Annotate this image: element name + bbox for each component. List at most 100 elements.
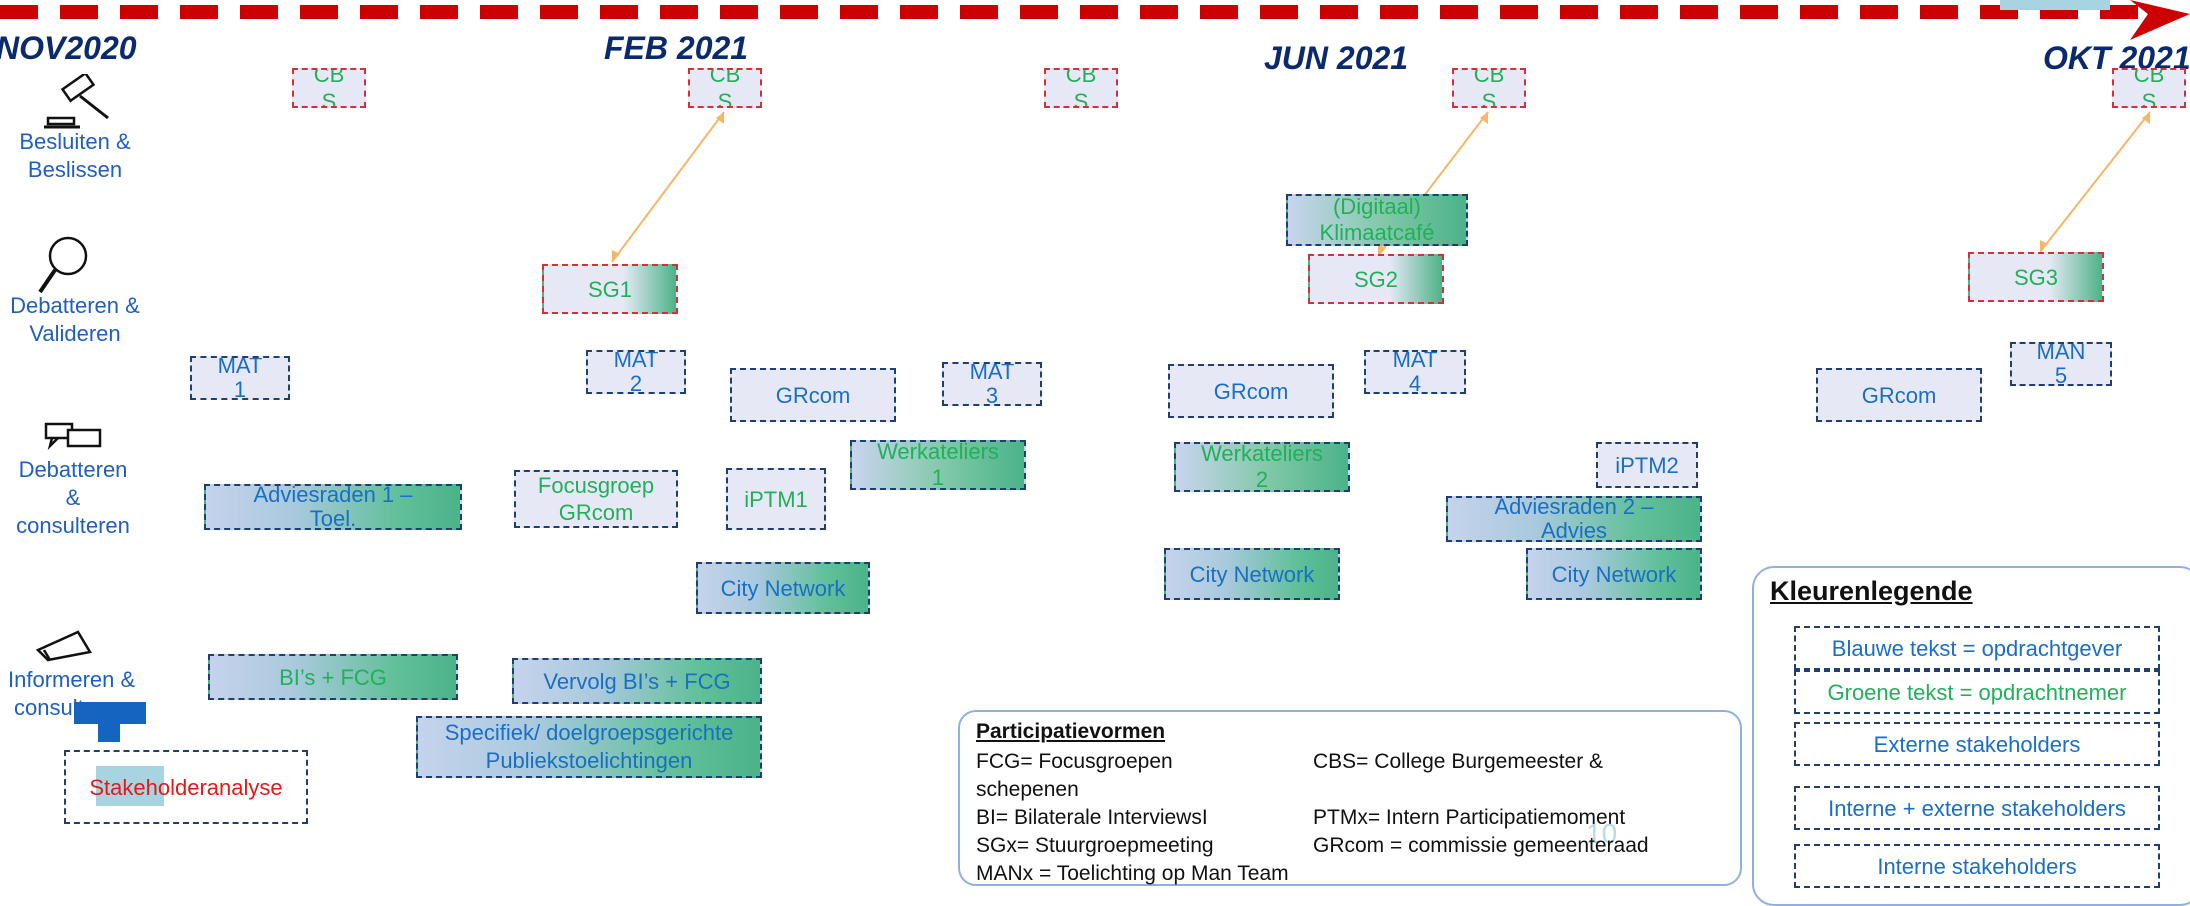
grcom-label-2: GRcom bbox=[1213, 378, 1289, 404]
grcom-box-1: GRcom bbox=[730, 368, 896, 422]
sg2-box: SG2 bbox=[1308, 254, 1444, 304]
sg2-label: SG2 bbox=[1353, 266, 1399, 292]
connector-sg3-cbs bbox=[2039, 111, 2151, 253]
adviesraden-2-box: Adviesraden 2 – Advies bbox=[1446, 496, 1702, 542]
publiekstoelichtingen-line1: Specifiek/ doelgroepsgerichte bbox=[444, 720, 734, 745]
city-network-label-1: City Network bbox=[720, 575, 846, 601]
cbs-box-3-line1: CB bbox=[1065, 68, 1097, 87]
cbs-box-1: CB S bbox=[292, 68, 366, 108]
mat2-line1: MAT bbox=[613, 350, 659, 372]
city-network-label-3: City Network bbox=[1551, 561, 1677, 587]
timeline-arrow-icon bbox=[2130, 0, 2190, 40]
werkateliers-2-line2: 2 bbox=[1255, 467, 1269, 492]
legend-item-externe-label: Externe stakeholders bbox=[1873, 731, 2081, 757]
participatievormen-title: Participatievormen bbox=[976, 720, 1166, 743]
cbs-box-1-line1: CB bbox=[313, 68, 345, 87]
cbs-box-2-line1: CB bbox=[709, 68, 741, 87]
sg1-label: SG1 bbox=[587, 276, 633, 302]
cbs-box-5-line2: S bbox=[2141, 89, 2157, 108]
mat3-line2: 3 bbox=[985, 383, 999, 406]
stakeholderanalyse-label: Stakeholderanalyse bbox=[89, 774, 283, 800]
category-debatteren-consulteren-line1: Debatteren bbox=[18, 457, 128, 482]
speech-bubbles-icon bbox=[44, 422, 102, 450]
focusgroep-box: Focusgroep GRcom bbox=[514, 470, 678, 528]
category-besluiten: Besluiten & Beslissen bbox=[0, 128, 150, 184]
category-debatteren-consulteren-line2: & bbox=[65, 485, 81, 510]
category-informeren-line2: consult bbox=[14, 695, 84, 720]
bi-fcg-box: BI’s + FCG bbox=[208, 654, 458, 700]
legend-item-interne-externe: Interne + externe stakeholders bbox=[1794, 786, 2160, 830]
participatie-page-number: 10 bbox=[1586, 818, 1618, 849]
mat3-box: MAT 3 bbox=[942, 362, 1042, 406]
category-debatteren-valideren: Debatteren & Valideren bbox=[0, 292, 150, 348]
cbs-box-5: CB S bbox=[2112, 68, 2186, 108]
adviesraden-2-line2: Advies bbox=[1540, 518, 1608, 542]
mat3-line1: MAT bbox=[969, 362, 1015, 384]
mat1-line2: 1 bbox=[233, 377, 247, 400]
legend-item-opdrachtnemer: Groene tekst = opdrachtnemer bbox=[1794, 670, 2160, 714]
publiekstoelichtingen-line2: Publiekstoelichtingen bbox=[485, 748, 693, 773]
sg1-box: SG1 bbox=[542, 264, 678, 314]
connector-sg1-cbs bbox=[611, 111, 725, 263]
grcom-box-3: GRcom bbox=[1816, 368, 1982, 422]
mat1-box: MAT 1 bbox=[190, 356, 290, 400]
vervolg-bi-fcg-label: Vervolg BI’s + FCG bbox=[543, 668, 731, 694]
bi-fcg-label: BI’s + FCG bbox=[279, 664, 387, 690]
city-network-box-2: City Network bbox=[1164, 548, 1340, 600]
legend-item-opdrachtgever: Blauwe tekst = opdrachtgever bbox=[1794, 626, 2160, 670]
category-debatteren-consulteren: Debatteren & consulteren bbox=[0, 456, 146, 540]
klimaatcafe-box: (Digitaal) Klimaatcafé bbox=[1286, 194, 1468, 246]
participatie-grcom: GRcom = commissie gemeenteraad bbox=[1313, 834, 1649, 857]
iptm1-label: iPTM1 bbox=[744, 486, 808, 512]
werkateliers-1-line1: Werkateliers bbox=[877, 440, 999, 464]
participatie-cbs-line1: CBS= College Burgemeester & bbox=[1313, 750, 1604, 773]
participatie-ptmx: PTMx= Intern Participatiemoment bbox=[1313, 806, 1626, 829]
legend-item-externe: Externe stakeholders bbox=[1794, 722, 2160, 766]
cbs-box-3-line2: S bbox=[1073, 89, 1089, 108]
category-besluiten-line2: Beslissen bbox=[27, 157, 123, 182]
iptm2-box: iPTM2 bbox=[1596, 442, 1698, 488]
kleurenlegende-title: Kleurenlegende bbox=[1770, 576, 1973, 606]
mat1-line1: MAT bbox=[217, 356, 263, 378]
timeline bbox=[0, 0, 2190, 40]
legend-item-opdrachtnemer-label: Groene tekst = opdrachtnemer bbox=[1827, 679, 2127, 705]
mat4-line1: MAT bbox=[1392, 350, 1438, 372]
grcom-label-1: GRcom bbox=[775, 382, 851, 408]
legend-item-interne-label: Interne stakeholders bbox=[1877, 853, 2077, 879]
legend-item-interne-externe-label: Interne + externe stakeholders bbox=[1828, 795, 2126, 821]
participatie-cbs-line2: schepenen bbox=[976, 778, 1079, 801]
iptm1-box: iPTM1 bbox=[726, 468, 826, 530]
month-feb2021: FEB 2021 bbox=[604, 30, 749, 66]
category-informeren: Informeren & consult bbox=[0, 666, 150, 722]
werkateliers-2-box: Werkateliers 2 bbox=[1174, 442, 1350, 492]
mat4-line2: 4 bbox=[1408, 371, 1422, 394]
cbs-box-4-line1: CB bbox=[1473, 68, 1505, 87]
iptm2-label: iPTM2 bbox=[1615, 452, 1679, 478]
cbs-box-2-line2: S bbox=[717, 89, 733, 108]
month-nov2020: NOV2020 bbox=[0, 30, 137, 66]
connector-shape-icon bbox=[74, 702, 146, 742]
legend-item-interne: Interne stakeholders bbox=[1794, 844, 2160, 888]
werkateliers-1-box: Werkateliers 1 bbox=[850, 440, 1026, 490]
sg3-label: SG3 bbox=[2013, 264, 2059, 290]
gavel-icon bbox=[44, 74, 109, 129]
grcom-box-2: GRcom bbox=[1168, 364, 1334, 418]
participatie-bi: BI= Bilaterale InterviewsI bbox=[976, 806, 1208, 829]
klimaatcafe-line2: Klimaatcafé bbox=[1319, 220, 1435, 245]
sg3-box: SG3 bbox=[1968, 252, 2104, 302]
city-network-label-2: City Network bbox=[1189, 561, 1315, 587]
man5-box: MAN 5 bbox=[2010, 342, 2112, 386]
cbs-box-3: CB S bbox=[1044, 68, 1118, 108]
mat4-box: MAT 4 bbox=[1364, 350, 1466, 394]
focusgroep-line2: GRcom bbox=[558, 500, 634, 525]
participatie-fcg: FCG= Focusgroepen bbox=[976, 750, 1173, 773]
megaphone-icon bbox=[35, 630, 92, 662]
category-besluiten-line1: Besluiten & bbox=[19, 129, 131, 154]
participatie-sgx: SGx= Stuurgroepmeeting bbox=[976, 834, 1214, 857]
legend-item-opdrachtgever-label: Blauwe tekst = opdrachtgever bbox=[1831, 635, 2123, 661]
cbs-box-2: CB S bbox=[688, 68, 762, 108]
month-jun2021: JUN 2021 bbox=[1264, 40, 1409, 76]
cbs-box-4: CB S bbox=[1452, 68, 1526, 108]
city-network-box-1: City Network bbox=[696, 562, 870, 614]
